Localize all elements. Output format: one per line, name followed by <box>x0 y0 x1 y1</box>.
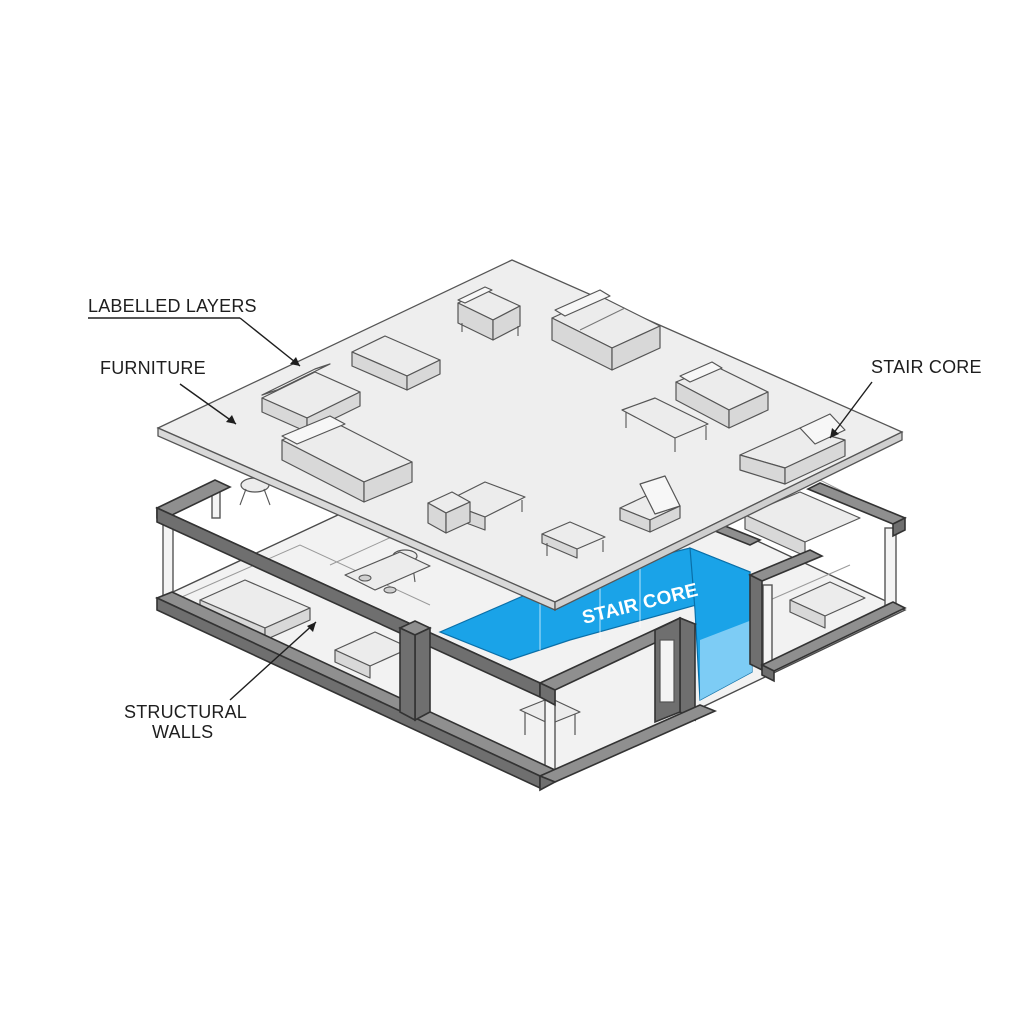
furniture-slab-edge-right <box>554 430 903 612</box>
armchair-2 <box>427 491 471 534</box>
sofa-3 <box>281 415 413 503</box>
chaise-1 <box>739 413 846 485</box>
structural-walls <box>154 479 907 792</box>
callout-structural-walls: STRUCTURAL WALLS <box>124 621 317 742</box>
armchair-3 <box>619 475 681 533</box>
bench-1 <box>351 335 441 391</box>
stair-core-block <box>438 547 753 701</box>
labelled-layers-label: LABELLED LAYERS <box>88 296 257 316</box>
ground-floor-furniture <box>199 477 866 735</box>
furniture-label: FURNITURE <box>100 358 206 378</box>
callout-furniture: FURNITURE <box>100 358 237 425</box>
furniture-slab-layer <box>156 259 904 612</box>
side-table-1 <box>541 521 606 559</box>
sofa-1 <box>551 289 661 371</box>
callout-stair-core: STAIR CORE <box>829 357 982 439</box>
armchair-1 <box>457 286 521 341</box>
stair-core-label: STAIR CORE <box>871 357 982 377</box>
structural-walls-label-line1: STRUCTURAL <box>124 702 247 722</box>
callout-labelled-layers: LABELLED LAYERS <box>88 296 301 367</box>
stair-core-glass <box>700 620 752 700</box>
coffee-table-1 <box>621 397 709 452</box>
sofa-2 <box>261 363 361 433</box>
structural-walls-label-line2: WALLS <box>152 722 213 742</box>
slab-furniture-pieces <box>261 286 846 559</box>
sofa-4 <box>675 361 769 429</box>
